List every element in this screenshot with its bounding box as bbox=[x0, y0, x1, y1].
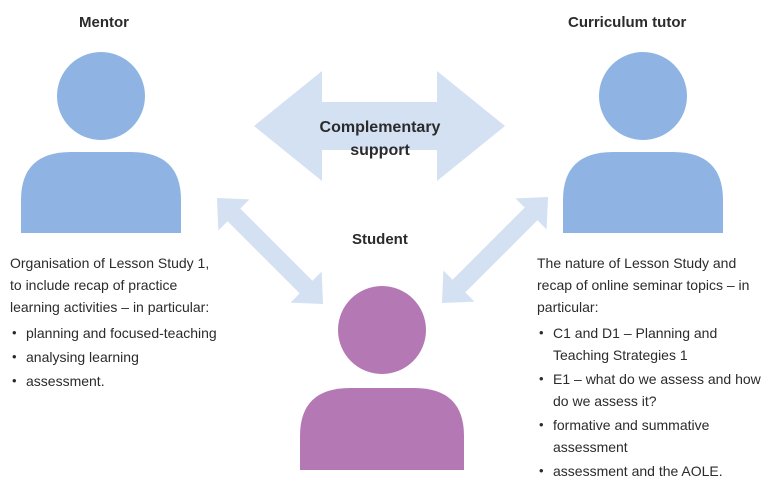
complementary-support-label: Complementary support bbox=[282, 116, 478, 162]
list-item: E1 – what do we assess and how do we ass… bbox=[537, 368, 765, 412]
complementary-support-arrow bbox=[254, 71, 505, 181]
mentor-student-arrow bbox=[216, 197, 324, 305]
list-item: C1 and D1 – Planning and Teaching Strate… bbox=[537, 322, 765, 366]
tutor-person-icon bbox=[563, 52, 723, 233]
mentor-intro: Organisation of Lesson Study 1, to inclu… bbox=[10, 255, 210, 315]
tutor-heading: Curriculum tutor bbox=[568, 14, 687, 31]
list-item: formative and summative assessment bbox=[537, 414, 765, 458]
list-item: planning and focused-teaching bbox=[10, 322, 220, 344]
complementary-support-line2: support bbox=[350, 142, 410, 159]
tutor-bullet-list: C1 and D1 – Planning and Teaching Strate… bbox=[537, 322, 765, 482]
list-item: assessment and the AOLE. bbox=[537, 460, 765, 482]
mentor-bullet-list: planning and focused-teaching analysing … bbox=[10, 322, 220, 392]
tutor-intro: The nature of Lesson Study and recap of … bbox=[537, 255, 750, 315]
tutor-student-arrow bbox=[441, 196, 549, 304]
student-heading: Student bbox=[352, 231, 408, 248]
student-person-icon bbox=[300, 286, 464, 470]
mentor-text-block: Organisation of Lesson Study 1, to inclu… bbox=[10, 252, 220, 394]
list-item: analysing learning bbox=[10, 346, 220, 368]
tutor-text-block: The nature of Lesson Study and recap of … bbox=[537, 252, 765, 484]
mentor-heading: Mentor bbox=[79, 14, 129, 31]
complementary-support-line1: Complementary bbox=[319, 119, 441, 136]
list-item: assessment. bbox=[10, 370, 220, 392]
mentor-person-icon bbox=[21, 52, 181, 233]
